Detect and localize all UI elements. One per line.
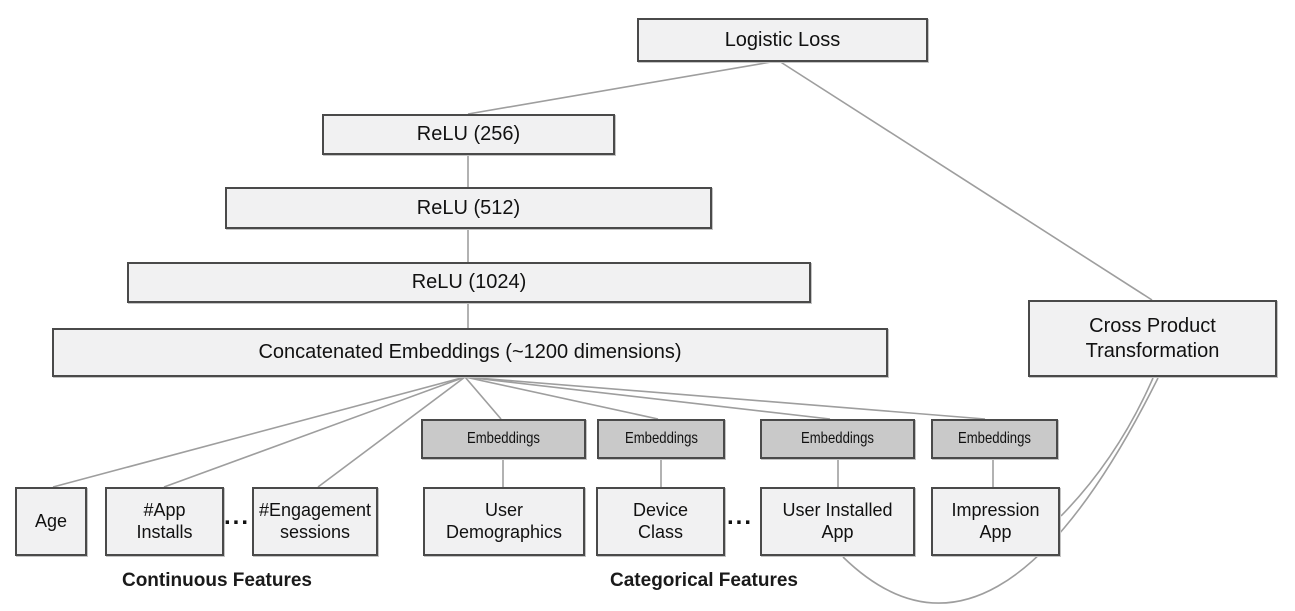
node-concatenated-embeddings: Concatenated Embeddings (~1200 dimension… <box>52 328 888 377</box>
node-embedding-4: Embeddings <box>931 419 1058 459</box>
edge-concat-embedding2 <box>464 376 659 420</box>
edge-concat-embedding1 <box>464 376 502 420</box>
node-embedding-3: Embeddings <box>760 419 915 459</box>
edge-concat-age <box>52 376 466 488</box>
categorical-ellipsis: ... <box>727 503 754 530</box>
node-embedding-2: Embeddings <box>597 419 725 459</box>
edge-impressionapp-crossproduct <box>1060 377 1154 517</box>
node-embedding-1: Embeddings <box>421 419 586 459</box>
node-user-demographics: User Demographics <box>423 487 585 556</box>
node-impression-app: Impression App <box>931 487 1060 556</box>
node-logistic-loss: Logistic Loss <box>637 18 928 62</box>
continuous-features-label: Continuous Features <box>121 570 312 591</box>
embedding-2-label: Embeddings <box>624 430 698 448</box>
embedding-1-label: Embeddings <box>467 430 540 448</box>
node-engagement-sessions: #Engagement sessions <box>252 487 378 556</box>
categorical-features-label: Categorical Features <box>610 570 798 591</box>
edge-concat-embedding4 <box>464 376 986 420</box>
embedding-3-label: Embeddings <box>801 430 874 448</box>
node-user-installed-app: User Installed App <box>760 487 915 556</box>
node-app-installs: #App Installs <box>105 487 224 556</box>
edge-loss-to-crossproduct <box>778 60 1153 301</box>
continuous-ellipsis: ... <box>224 503 251 530</box>
node-relu-512: ReLU (512) <box>225 187 712 229</box>
edge-concat-appinstalls <box>163 376 466 488</box>
node-age: Age <box>15 487 87 556</box>
edge-loss-to-relu256 <box>467 60 778 115</box>
edge-concat-embedding3 <box>464 376 831 420</box>
embedding-4-label: Embeddings <box>958 430 1031 448</box>
node-relu-1024: ReLU (1024) <box>127 262 811 303</box>
node-cross-product-transformation: Cross Product Transformation <box>1028 300 1277 377</box>
node-device-class: Device Class <box>596 487 725 556</box>
node-relu-256: ReLU (256) <box>322 114 615 155</box>
